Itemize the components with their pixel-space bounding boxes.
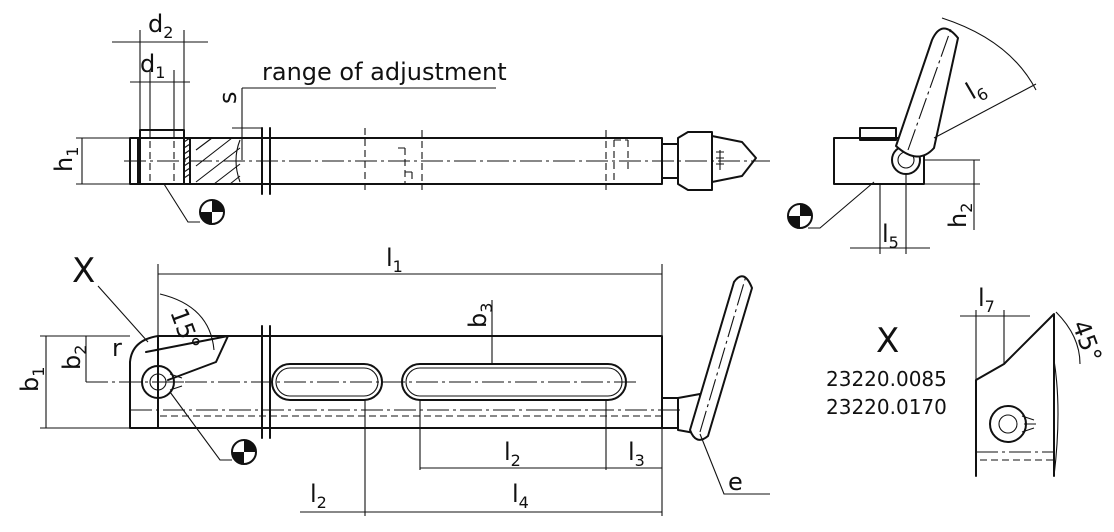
label-d1: d1 [140,50,165,82]
label-b2: b2 [58,345,90,370]
dimension-labels: d2 d1 range of adjustment s h1 l6 h2 l5 … [16,10,1107,512]
front-body-outline [129,335,663,429]
top-view [76,30,770,223]
front-lever [689,275,753,441]
label-l1: l1 [386,244,403,276]
label-e: e [728,468,743,496]
label-part-number-1: 23220.0085 [826,367,947,391]
end-view-body [833,137,925,185]
label-l2-bottom: l2 [310,480,327,512]
label-l5: l5 [882,220,899,252]
label-s: s [214,91,242,104]
end-view-lever [895,27,959,158]
detail-x-view [960,310,1081,477]
grease-symbol-top [199,199,225,225]
end-view [808,17,1037,254]
front-view [40,264,770,516]
label-b3: b3 [464,303,496,328]
label-l3: l3 [628,438,645,470]
label-r: r [112,334,122,362]
label-h1: h1 [50,147,82,172]
label-angle-45: 45° [1066,316,1107,366]
label-x-view-marker: X [72,251,95,291]
label-b1: b1 [16,367,48,392]
label-l7: l7 [978,284,995,316]
grease-symbol-end [787,203,813,229]
label-h2: h2 [944,203,976,228]
label-range-of-adjustment: range of adjustment [262,58,507,86]
label-l6: l6 [961,73,992,109]
grease-symbol-front [231,439,257,465]
top-clamp-block [139,129,185,185]
label-l4: l4 [512,480,529,512]
label-d2: d2 [148,10,173,42]
label-detail-x: X [876,321,899,361]
label-l2-inner: l2 [504,438,521,470]
label-part-number-2: 23220.0170 [826,395,947,419]
